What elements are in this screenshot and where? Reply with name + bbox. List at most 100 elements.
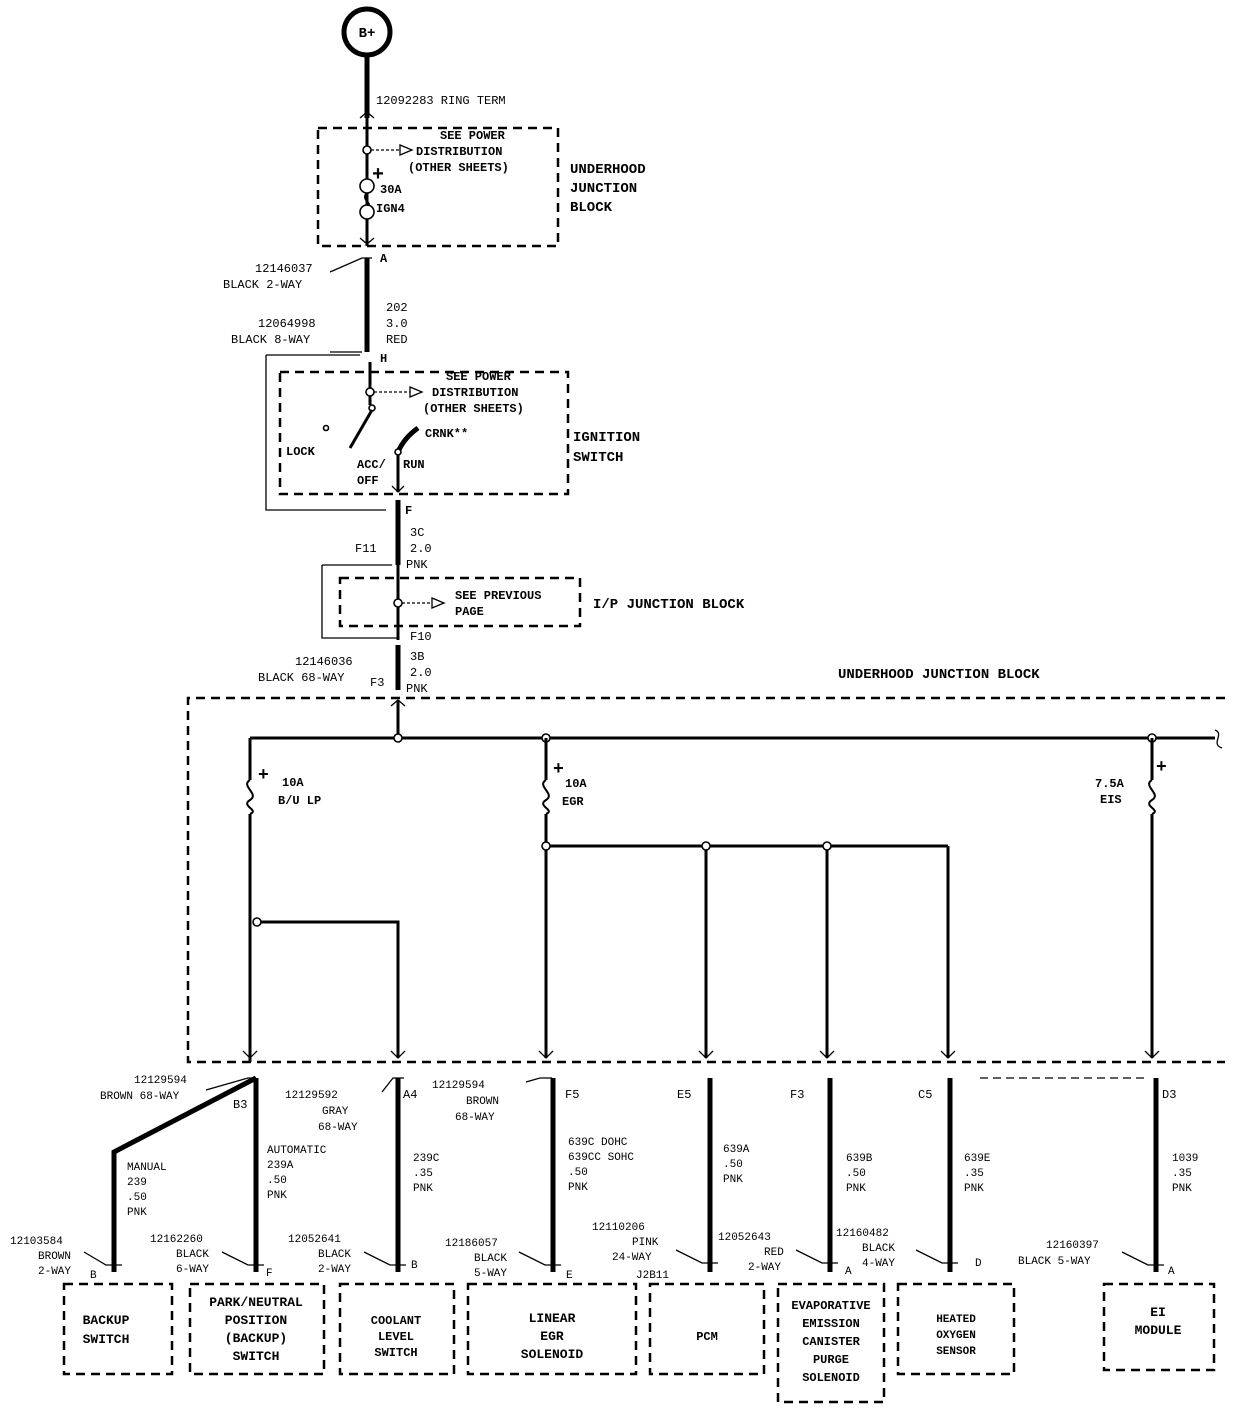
svg-text:BROWN: BROWN	[38, 1251, 71, 1263]
pcm-splice	[701, 841, 711, 851]
fuse-1-name: B/U LP	[278, 794, 321, 808]
svg-text:639B: 639B	[846, 1153, 873, 1165]
wire-639a-label: 639A .50 PNK	[723, 1144, 750, 1186]
svg-text:PNK: PNK	[964, 1183, 984, 1195]
svg-text:PNK: PNK	[413, 1183, 433, 1195]
ign-out-arrow	[391, 485, 405, 493]
eis-arrow	[1144, 1050, 1160, 1059]
device-connector-evap: 12052643 RED 2-WAY A	[718, 1232, 852, 1278]
svg-text:12162260: 12162260	[150, 1234, 203, 1246]
svg-text:MANUAL: MANUAL	[127, 1162, 167, 1174]
ign-crnk: CRNK**	[425, 427, 468, 441]
bu-splice	[252, 917, 262, 927]
wire-1039-label: 1039 .35 PNK	[1172, 1153, 1198, 1195]
conn-d3-pin: D3	[1162, 1088, 1176, 1102]
svg-text:.35: .35	[413, 1168, 433, 1180]
device-connector-pcm: 12110206 PINK 24-WAY J2B11	[592, 1222, 718, 1282]
fuse-bu-lp	[246, 779, 254, 815]
svg-text:SENSOR: SENSOR	[936, 1346, 976, 1358]
svg-text:4-WAY: 4-WAY	[862, 1258, 895, 1270]
conn-a4-symbol	[381, 1077, 404, 1093]
svg-text:639C DOHC: 639C DOHC	[568, 1137, 628, 1149]
device-coolant-level-switch: COOLANT LEVEL SWITCH	[338, 1282, 456, 1376]
o2-arrow	[940, 1050, 956, 1059]
uh-main-name: UNDERHOOD JUNCTION BLOCK	[838, 667, 1040, 683]
wire-639e-label: 639E .35 PNK	[964, 1153, 991, 1195]
egr-arrow	[538, 1050, 554, 1059]
device-backup-switch: BACKUP SWITCH	[62, 1282, 174, 1376]
wire-202-num: 202	[386, 301, 408, 315]
svg-text:D: D	[975, 1258, 982, 1270]
fuse-2-plus: +	[553, 760, 564, 780]
wire-3c-size: 2.0	[410, 542, 432, 556]
device-connector-ei: 12160397 BLACK 5-WAY A	[1018, 1240, 1175, 1278]
conn-f3-pin: F3	[370, 676, 384, 690]
svg-text:PNK: PNK	[723, 1174, 743, 1186]
wire-3b-size: 2.0	[410, 666, 432, 680]
svg-text:SWITCH: SWITCH	[83, 1332, 130, 1347]
svg-text:.50: .50	[568, 1167, 588, 1179]
ign-see-2: DISTRIBUTION	[432, 386, 518, 400]
fuse-30a	[359, 178, 375, 220]
conn-f5-desc1: BROWN	[466, 1096, 499, 1108]
svg-text:PNK: PNK	[127, 1207, 147, 1219]
svg-text:CANISTER: CANISTER	[802, 1335, 860, 1349]
female-term	[359, 237, 375, 245]
svg-text:J2B11: J2B11	[636, 1270, 669, 1282]
svg-text:B: B	[90, 1270, 97, 1282]
svg-text:OXYGEN: OXYGEN	[936, 1330, 976, 1342]
svg-text:PCM: PCM	[696, 1330, 718, 1344]
coolant-arrow	[390, 1050, 406, 1059]
svg-text:PARK/NEUTRAL: PARK/NEUTRAL	[209, 1295, 303, 1310]
svg-text:HEATED: HEATED	[936, 1314, 976, 1326]
svg-text:239: 239	[127, 1177, 147, 1189]
conn-f-pin: F	[405, 504, 412, 518]
crank-contact	[395, 425, 420, 454]
device-connector-egr: 12186057 BLACK 5-WAY E	[445, 1238, 573, 1282]
wire-3b-num: 3B	[410, 650, 424, 664]
lock-contact	[322, 424, 330, 432]
svg-text:12052641: 12052641	[288, 1234, 341, 1246]
svg-text:24-WAY: 24-WAY	[612, 1252, 652, 1264]
uh-name-2: JUNCTION	[570, 181, 637, 197]
conn-a4-desc2: 68-WAY	[318, 1122, 358, 1134]
svg-text:.35: .35	[964, 1168, 984, 1180]
wire-202-size: 3.0	[386, 317, 408, 331]
conn-a-part: 12146037	[255, 262, 313, 276]
underhood-junction-block-top	[316, 126, 560, 248]
device-connector-park-neutral: 12162260 BLACK 6-WAY F	[150, 1234, 273, 1280]
device-evap-purge-solenoid: EVAPORATIVE EMISSION CANISTER PURGE SOLE…	[776, 1282, 886, 1404]
ign-run: RUN	[403, 458, 425, 472]
conn-f3-desc: BLACK 68-WAY	[258, 671, 344, 685]
fuse-eis	[1148, 779, 1156, 815]
svg-text:639E: 639E	[964, 1153, 991, 1165]
wire-202-color: RED	[386, 333, 408, 347]
fuse-1-plus: +	[258, 766, 269, 786]
svg-text:B: B	[411, 1260, 418, 1272]
svg-text:EMISSION: EMISSION	[802, 1317, 860, 1331]
svg-text:MODULE: MODULE	[1135, 1323, 1182, 1338]
svg-text:A: A	[845, 1266, 852, 1278]
svg-text:.50: .50	[267, 1175, 287, 1187]
conn-a-desc: BLACK 2-WAY	[223, 278, 302, 292]
device-heated-oxygen-sensor: HEATED OXYGEN SENSOR	[896, 1282, 1016, 1376]
svg-text:2-WAY: 2-WAY	[318, 1264, 351, 1276]
svg-text:.50: .50	[127, 1192, 147, 1204]
svg-text:EVAPORATIVE: EVAPORATIVE	[791, 1299, 870, 1313]
device-connector-o2: 12160482 BLACK 4-WAY D	[836, 1228, 982, 1270]
ip-outline	[321, 564, 398, 639]
conn-e5-pin: E5	[677, 1088, 691, 1102]
svg-text:(BACKUP): (BACKUP)	[225, 1331, 287, 1346]
svg-text:COOLANT: COOLANT	[371, 1314, 421, 1328]
svg-text:639CC SOHC: 639CC SOHC	[568, 1152, 634, 1164]
f11-label: F11	[355, 542, 377, 556]
device-park-neutral-switch: PARK/NEUTRAL POSITION (BACKUP) SWITCH	[188, 1282, 326, 1376]
svg-text:PNK: PNK	[846, 1183, 866, 1195]
svg-text:F: F	[266, 1268, 273, 1280]
svg-text:PINK: PINK	[632, 1237, 659, 1249]
ip-see-2: PAGE	[455, 605, 484, 619]
underhood-junction-block-main	[186, 696, 1225, 1064]
svg-text:2-WAY: 2-WAY	[38, 1266, 71, 1278]
svg-text:12160482: 12160482	[836, 1228, 889, 1240]
